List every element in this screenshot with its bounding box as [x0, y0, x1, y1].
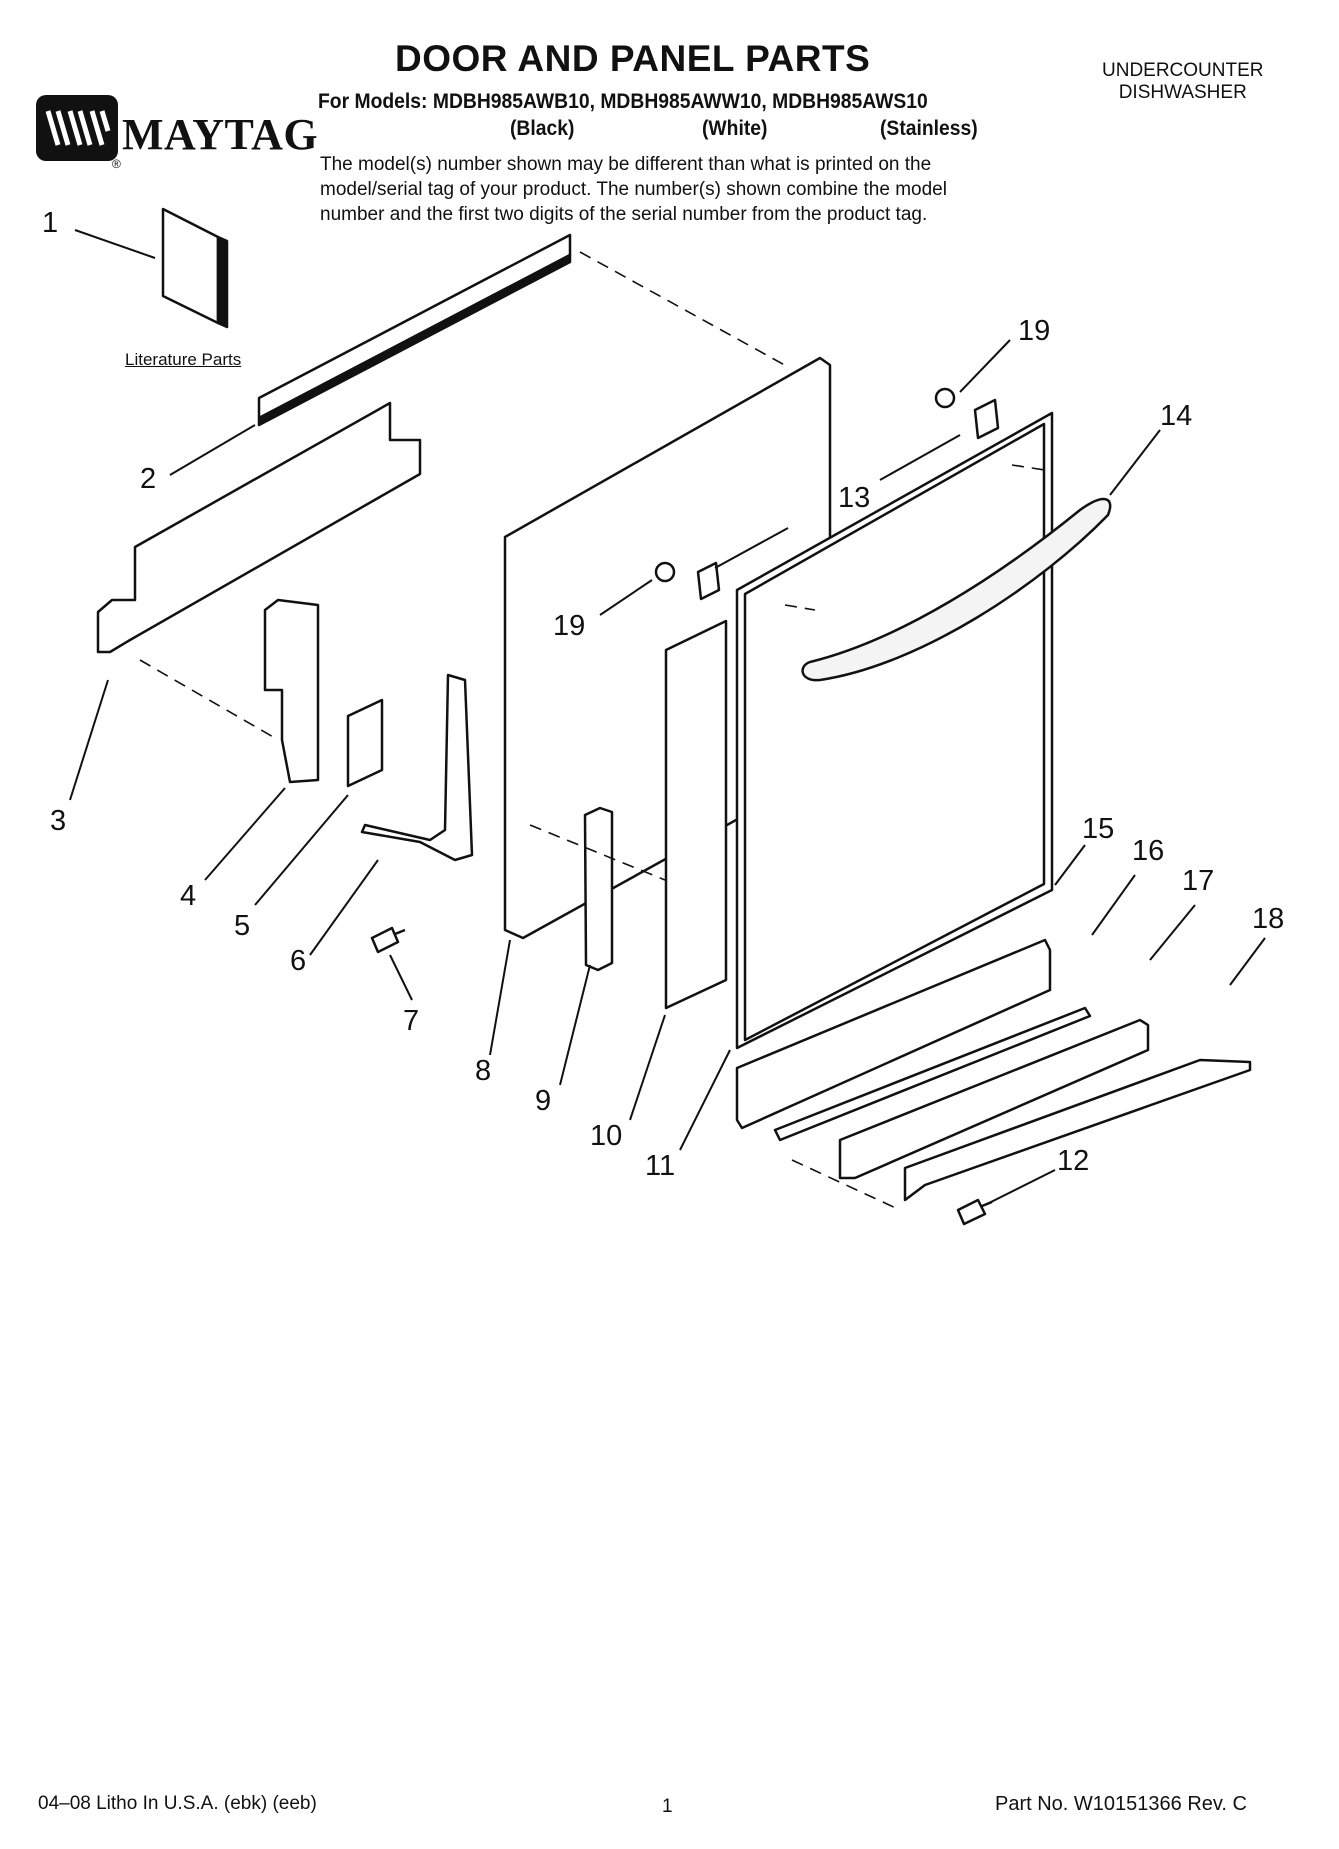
- maytag-emblem-icon: [36, 95, 118, 161]
- callout-10: 10: [590, 1120, 622, 1152]
- callout-19-lower: 19: [553, 610, 585, 642]
- part-toe-panel: [735, 938, 1052, 1130]
- color-black: (Black): [510, 117, 575, 140]
- leader-arrows: [69, 229, 1266, 1206]
- part-clip-upper: [973, 398, 1000, 440]
- callout-16: 16: [1132, 835, 1164, 867]
- part-pad: [346, 698, 384, 788]
- callout-17: 17: [1182, 865, 1214, 897]
- part-kick-plate: [838, 1018, 1150, 1180]
- callout-8: 8: [475, 1055, 491, 1087]
- callout-7: 7: [403, 1005, 419, 1037]
- disclaimer-line-3: number and the first two digits of the s…: [320, 204, 928, 225]
- callout-1: 1: [42, 207, 58, 239]
- callout-6: 6: [290, 945, 306, 977]
- part-literature-book: [161, 207, 229, 329]
- part-side-bracket: [263, 598, 320, 784]
- disclaimer-line-1: The model(s) number shown may be differe…: [320, 154, 932, 175]
- product-type-line-2: DISHWASHER: [1118, 82, 1247, 103]
- callout-19-upper: 19: [1018, 315, 1050, 347]
- part-clip-lower: [696, 561, 721, 601]
- footer-litho: 04–08 Litho In U.S.A. (ebk) (eeb): [38, 1793, 317, 1814]
- callout-13: 13: [838, 482, 870, 514]
- models-line: For Models: MDBH985AWB10, MDBH985AWW10, …: [318, 90, 928, 113]
- part-nut-lower: [654, 561, 676, 583]
- footer-part-number: Part No. W10151366 Rev. C: [995, 1793, 1247, 1815]
- part-hinge: [360, 673, 474, 862]
- part-front-door-panel: [735, 411, 1054, 1050]
- part-screw-left: [370, 926, 406, 954]
- part-nut-upper: [934, 387, 956, 409]
- callout-4: 4: [180, 880, 196, 912]
- brand-logo: MAYTAG ®: [36, 95, 319, 175]
- callout-14: 14: [1160, 400, 1192, 432]
- page-title: DOOR AND PANEL PARTS: [395, 38, 871, 79]
- color-stainless: (Stainless): [880, 117, 978, 140]
- part-latch-vent: [583, 806, 614, 972]
- callout-3: 3: [50, 805, 66, 837]
- disclaimer: The model(s) number shown may be differe…: [320, 152, 1120, 227]
- part-insulation-panel: [96, 401, 422, 654]
- part-trim-strip: [773, 1006, 1092, 1142]
- product-type: UNDERCOUNTER DISHWASHER: [1102, 60, 1264, 104]
- footer-page-number: 1: [662, 1796, 673, 1817]
- callout-15: 15: [1082, 813, 1114, 845]
- brand-name: MAYTAG: [122, 110, 319, 159]
- registered-mark: ®: [112, 157, 121, 171]
- part-top-trim-strip: [257, 233, 572, 427]
- assembly-lines: [139, 251, 1046, 1211]
- product-type-line-1: UNDERCOUNTER: [1102, 60, 1264, 81]
- callout-5: 5: [234, 910, 250, 942]
- disclaimer-line-2: model/serial tag of your product. The nu…: [320, 179, 947, 200]
- callout-2: 2: [140, 463, 156, 495]
- callout-12: 12: [1057, 1145, 1089, 1177]
- part-inner-panel: [664, 619, 728, 1010]
- callout-9: 9: [535, 1085, 551, 1117]
- color-white: (White): [702, 117, 768, 140]
- callout-18: 18: [1252, 903, 1284, 935]
- part-lower-trim: [903, 1058, 1252, 1202]
- literature-parts-label: Literature Parts: [125, 350, 242, 369]
- callout-11: 11: [645, 1150, 675, 1182]
- part-door-handle: [801, 497, 1112, 682]
